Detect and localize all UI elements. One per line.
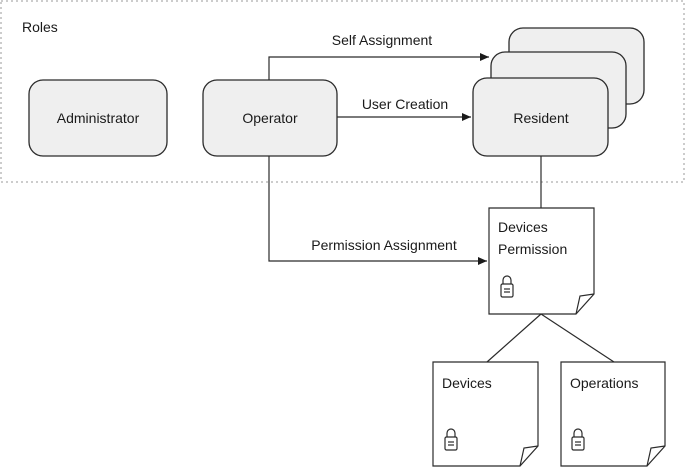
padlock-icon xyxy=(500,275,514,298)
permission-to-devices-connector xyxy=(486,313,542,363)
operations-document[interactable]: Operations xyxy=(560,361,666,467)
devices-label: Devices xyxy=(442,375,492,391)
devices-document[interactable]: Devices xyxy=(432,361,539,467)
operator-label: Operator xyxy=(242,110,298,126)
resident-label: Resident xyxy=(513,110,568,126)
roles-region xyxy=(0,0,685,183)
operator-box[interactable] xyxy=(202,79,338,157)
permission-to-operations-connector xyxy=(540,313,615,363)
administrator-box[interactable] xyxy=(28,79,168,157)
devices-permission-line2: Permission xyxy=(498,241,567,257)
self-assignment-arrow xyxy=(268,53,489,80)
operations-label: Operations xyxy=(570,375,638,391)
administrator-label: Administrator xyxy=(57,110,140,126)
padlock-icon xyxy=(571,428,585,451)
self-assignment-label: Self Assignment xyxy=(332,32,432,48)
devices-permission-line1: Devices xyxy=(498,219,548,235)
user-creation-label: User Creation xyxy=(362,96,448,112)
permission-assignment-label: Permission Assignment xyxy=(311,237,457,253)
devices-permission-document[interactable]: Devices Permission xyxy=(488,207,595,315)
roles-region-label: Roles xyxy=(22,19,58,35)
permission-assignment-arrow xyxy=(268,156,487,265)
padlock-icon xyxy=(444,428,458,451)
